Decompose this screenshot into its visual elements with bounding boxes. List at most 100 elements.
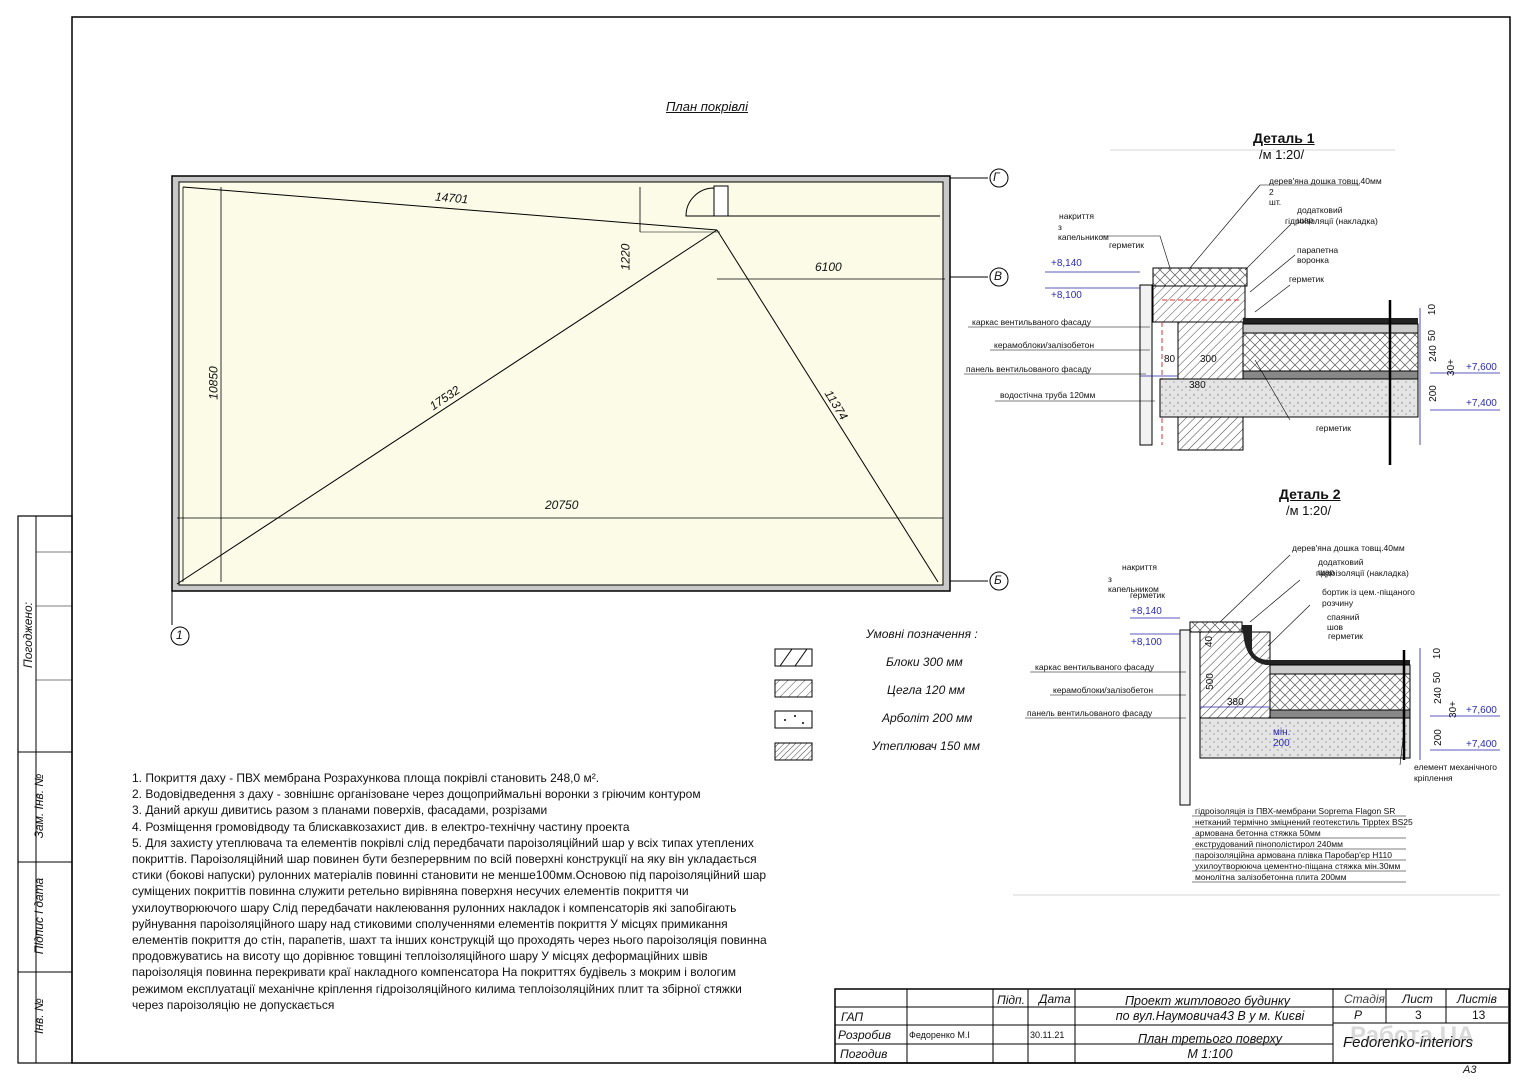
d2-level: +8,100 <box>1131 637 1162 648</box>
d1-dim: 30+ <box>1445 359 1457 376</box>
d2-level: +7,400 <box>1466 739 1497 750</box>
side-agreed: Погоджено: <box>21 602 35 668</box>
dim-bottom: 20750 <box>545 498 579 512</box>
legend-swatch-brick <box>774 679 813 698</box>
tb-sheets: 13 <box>1472 1008 1486 1022</box>
axis-label-g: Г <box>993 170 1000 184</box>
tb-gap: ГАП <box>841 1010 864 1024</box>
layer-item: монолітна залізобетонна плита 200мм <box>1195 872 1347 882</box>
d2-label: гідроізоляції (накладка) <box>1316 568 1409 578</box>
note-1: 1. Покриття даху - ПВХ мембрана Розрахун… <box>132 771 600 785</box>
d2-label: герметик <box>1328 631 1364 641</box>
d1-dim: 10 <box>1427 303 1439 316</box>
legend-item: Арболіт 200 мм <box>882 711 973 725</box>
side-inv-zam: Зам. Інв. № <box>32 773 46 839</box>
d2-label: дерев'яна дошка товщ.40мм <box>1292 543 1405 553</box>
d2-label: кріплення <box>1414 773 1453 783</box>
detail-2-title: Деталь 2 <box>1279 486 1341 502</box>
axis-marker-g <box>989 168 1009 188</box>
legend-item: Утеплювач 150 мм <box>872 739 980 753</box>
layer-item: армована бетонна стяжка 50мм <box>1195 828 1321 838</box>
note-3: 3. Даний аркуш дивитись разом з планами … <box>132 803 548 818</box>
note-5: 5. Для захисту утеплювача та елементів п… <box>132 835 767 1012</box>
legend-swatch-insulation <box>774 742 813 761</box>
d1-label: герметик <box>1289 274 1325 284</box>
title-block: ГАП Розробив Погодив Підп. Дата Федоренк… <box>835 989 1509 1063</box>
tb-sheet: 3 <box>1415 1008 1422 1022</box>
legend-title: Умовні позначення : <box>866 627 978 641</box>
dim-right: 6100 <box>815 260 842 274</box>
d1-dim: 300 <box>1200 354 1217 365</box>
d2-dim: мін. 200 <box>1273 727 1291 749</box>
d1-label: з капельником <box>1058 222 1109 242</box>
d2-level: +8,140 <box>1131 606 1162 617</box>
d1-dim: 240 <box>1427 345 1439 362</box>
d2-dim: 380 <box>1227 697 1244 708</box>
layer-item: гідроізоляція із ПВХ-мембрани Soprema Fl… <box>1195 806 1396 816</box>
d1-label: парапетна воронка <box>1297 245 1339 265</box>
d2-label: розчину <box>1322 598 1354 608</box>
note-2: 2. Водовідведення з даху - зовнішнє орга… <box>132 787 701 802</box>
layer-specification: гідроізоляція із ПВХ-мембрани Soprema Fl… <box>1195 806 1413 883</box>
d1-level: +8,140 <box>1051 258 1082 269</box>
d2-label: керамоблоки/залізобетон <box>1053 685 1154 695</box>
tb-sign-header: Підп. <box>997 993 1025 1007</box>
d1-label: герметик <box>1316 423 1352 433</box>
tb-author: Федоренко М.І <box>909 1030 970 1040</box>
dim-height: 10850 <box>206 366 221 400</box>
tb-sheets-header: Листів <box>1457 992 1497 1006</box>
tb-date: 30.11.21 <box>1030 1030 1065 1040</box>
d1-label: 2 шт. <box>1269 187 1282 207</box>
tb-sheet-header: Лист <box>1402 992 1433 1006</box>
d2-dim: 30+ <box>1447 701 1459 718</box>
layer-item: екструдований пінополістирол 240мм <box>1195 839 1343 849</box>
layer-item: ухилоутворююча цементно-піщана стяжка мі… <box>1195 861 1401 871</box>
d1-label: водостічна труба 120мм <box>1000 390 1096 400</box>
side-sign-date: Підпис і дата <box>32 877 46 955</box>
d1-dim: 200 <box>1427 385 1439 402</box>
detail-1-title: Деталь 1 <box>1253 130 1315 146</box>
d2-dim: 40 <box>1204 635 1216 648</box>
tb-sheet-title: План третього поверху <box>1138 1032 1282 1046</box>
legend-item: Цегла 120 мм <box>887 683 966 697</box>
axis-marker-1 <box>170 626 190 646</box>
legend-swatch-blocks <box>774 648 813 667</box>
axis-marker-v <box>989 267 1009 287</box>
d1-label: каркас вентильваного фасаду <box>972 317 1091 327</box>
d2-label: накриття <box>1122 562 1158 572</box>
side-inv: Інв. № <box>32 998 46 1034</box>
plan-title: План покрівлі <box>666 99 748 114</box>
dim-offset: 1220 <box>618 243 633 271</box>
layer-item: пароізоляційна армована плівка Паробар'є… <box>1195 850 1392 860</box>
note-4: 4. Розміщення громовідводу та блискавкоз… <box>132 819 630 834</box>
d1-dim: 380 <box>1189 380 1206 391</box>
d1-label: дерев'яна дошка товщ.40мм <box>1269 176 1382 186</box>
d2-dim: 240 <box>1432 687 1444 704</box>
d1-label: герметик <box>1109 240 1145 250</box>
layer-item: нетканий термічно зміцнений геотекстиль … <box>1195 817 1413 827</box>
d2-level: +7,600 <box>1466 705 1497 716</box>
detail-2-drawing <box>1013 554 1500 896</box>
side-stamp <box>17 515 73 1064</box>
detail-1-scale: /м 1:20/ <box>1259 147 1305 162</box>
d1-level: +8,100 <box>1051 290 1082 301</box>
axis-label-1: 1 <box>176 628 183 642</box>
roof-plan <box>170 168 1009 646</box>
tb-stage: Р <box>1354 1008 1363 1022</box>
tb-stage-header: Стадія <box>1344 992 1385 1006</box>
tb-project: Проект житлового будинку <box>1124 994 1291 1008</box>
legend-item: Блоки 300 мм <box>886 655 963 669</box>
d2-dim: 50 <box>1432 671 1444 684</box>
d1-label: керамоблоки/залізобетон <box>994 340 1095 350</box>
tb-address: по вул.Наумовича43 В у м. Києві <box>1115 1009 1305 1023</box>
d1-label: додатковий шар <box>1297 205 1343 225</box>
axis-label-b: Б <box>994 573 1002 587</box>
d1-level: +7,400 <box>1466 398 1497 409</box>
axis-label-v: В <box>994 269 1003 283</box>
watermark: Работа.UA <box>1350 1022 1475 1049</box>
d1-dim: 80 <box>1164 354 1176 365</box>
d2-label: панель вентильованого фасаду <box>1027 708 1153 718</box>
d2-dim: 200 <box>1432 729 1444 746</box>
d1-label: гідроізоляції (накладка) <box>1285 216 1378 226</box>
